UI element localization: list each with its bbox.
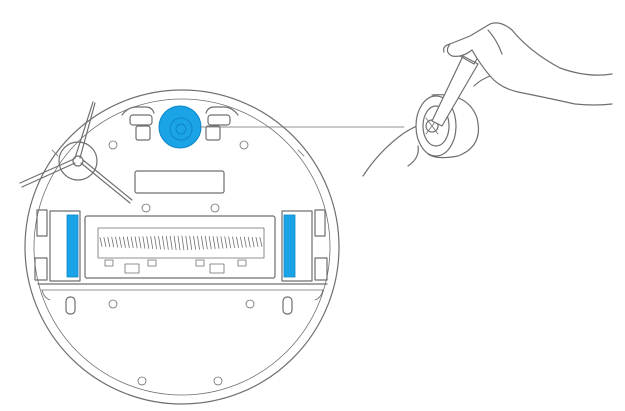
upper-hand-finger xyxy=(443,43,451,53)
side-brush-hub xyxy=(58,141,98,181)
battery-cover xyxy=(134,170,225,194)
detail-wheel-inner-ring xyxy=(422,105,450,147)
side-brush-arm xyxy=(80,159,133,204)
side-brush xyxy=(19,101,133,204)
wheel-housing-right xyxy=(205,125,221,141)
upper-hand-finger xyxy=(487,29,503,55)
drive-wheel-left-bracket xyxy=(34,209,48,281)
main-brush-bristles xyxy=(99,235,263,251)
front-bumper-bump-right xyxy=(205,106,239,116)
screw-hole xyxy=(213,376,223,386)
screw-hole xyxy=(108,140,118,150)
upper-hand-finger xyxy=(473,75,491,87)
hand-cleaning-wheel-with-tool xyxy=(362,22,613,177)
main-brush-clip xyxy=(195,259,205,267)
side-brush-arm xyxy=(19,158,76,188)
omnidirectional-wheel xyxy=(158,105,202,149)
robot-inner-rim xyxy=(33,98,331,396)
robot-outer-shell xyxy=(24,89,340,405)
drive-wheel-left-tread xyxy=(66,214,79,278)
cleaning-tool xyxy=(431,55,479,127)
main-brush-clip-left xyxy=(104,259,114,267)
screw-hole xyxy=(141,203,151,213)
main-brush-frame xyxy=(84,215,276,279)
robot-vacuum-underside xyxy=(19,89,340,405)
cliff-sensor-mark-left xyxy=(51,149,59,157)
side-brush-center xyxy=(72,155,84,167)
upper-hand xyxy=(446,22,613,106)
side-brush-arm xyxy=(74,101,96,159)
front-bumper-bump-left xyxy=(121,106,155,116)
drive-wheel-left-outline xyxy=(49,210,81,282)
wheel-housing-left xyxy=(135,125,151,141)
drive-wheel-right-tread xyxy=(283,214,296,278)
drive-wheel-right-outline xyxy=(281,210,313,282)
lower-hand xyxy=(407,145,419,167)
cliff-sensor-mark-right xyxy=(297,149,305,157)
drive-wheel-left xyxy=(34,209,81,282)
screw-hole xyxy=(108,299,118,309)
omnidirectional-wheel-inner xyxy=(169,117,193,141)
charging-contact-right xyxy=(282,296,293,315)
main-brush-bristle-lines xyxy=(99,235,263,251)
main-brush-latch-left xyxy=(124,263,140,274)
omnidirectional-wheel-hub xyxy=(175,123,187,135)
front-sensor-right xyxy=(207,114,231,126)
drive-wheel-right xyxy=(281,209,328,282)
drive-wheel-right-bracket xyxy=(314,209,328,281)
omnidirectional-wheel-housing xyxy=(158,105,202,149)
charging-contact-left xyxy=(65,296,76,315)
front-sensor-left xyxy=(129,114,153,126)
screw-hole xyxy=(239,140,249,150)
main-brush-latch-right xyxy=(209,263,225,274)
screw-hole xyxy=(245,299,255,309)
rear-bumper-arc xyxy=(41,289,324,301)
main-brush-clip-right xyxy=(237,259,247,267)
main-brush xyxy=(84,215,276,279)
main-brush-clip xyxy=(147,259,157,267)
main-brush-roller xyxy=(97,227,265,259)
screw-hole xyxy=(137,376,147,386)
screw-hole xyxy=(210,203,220,213)
